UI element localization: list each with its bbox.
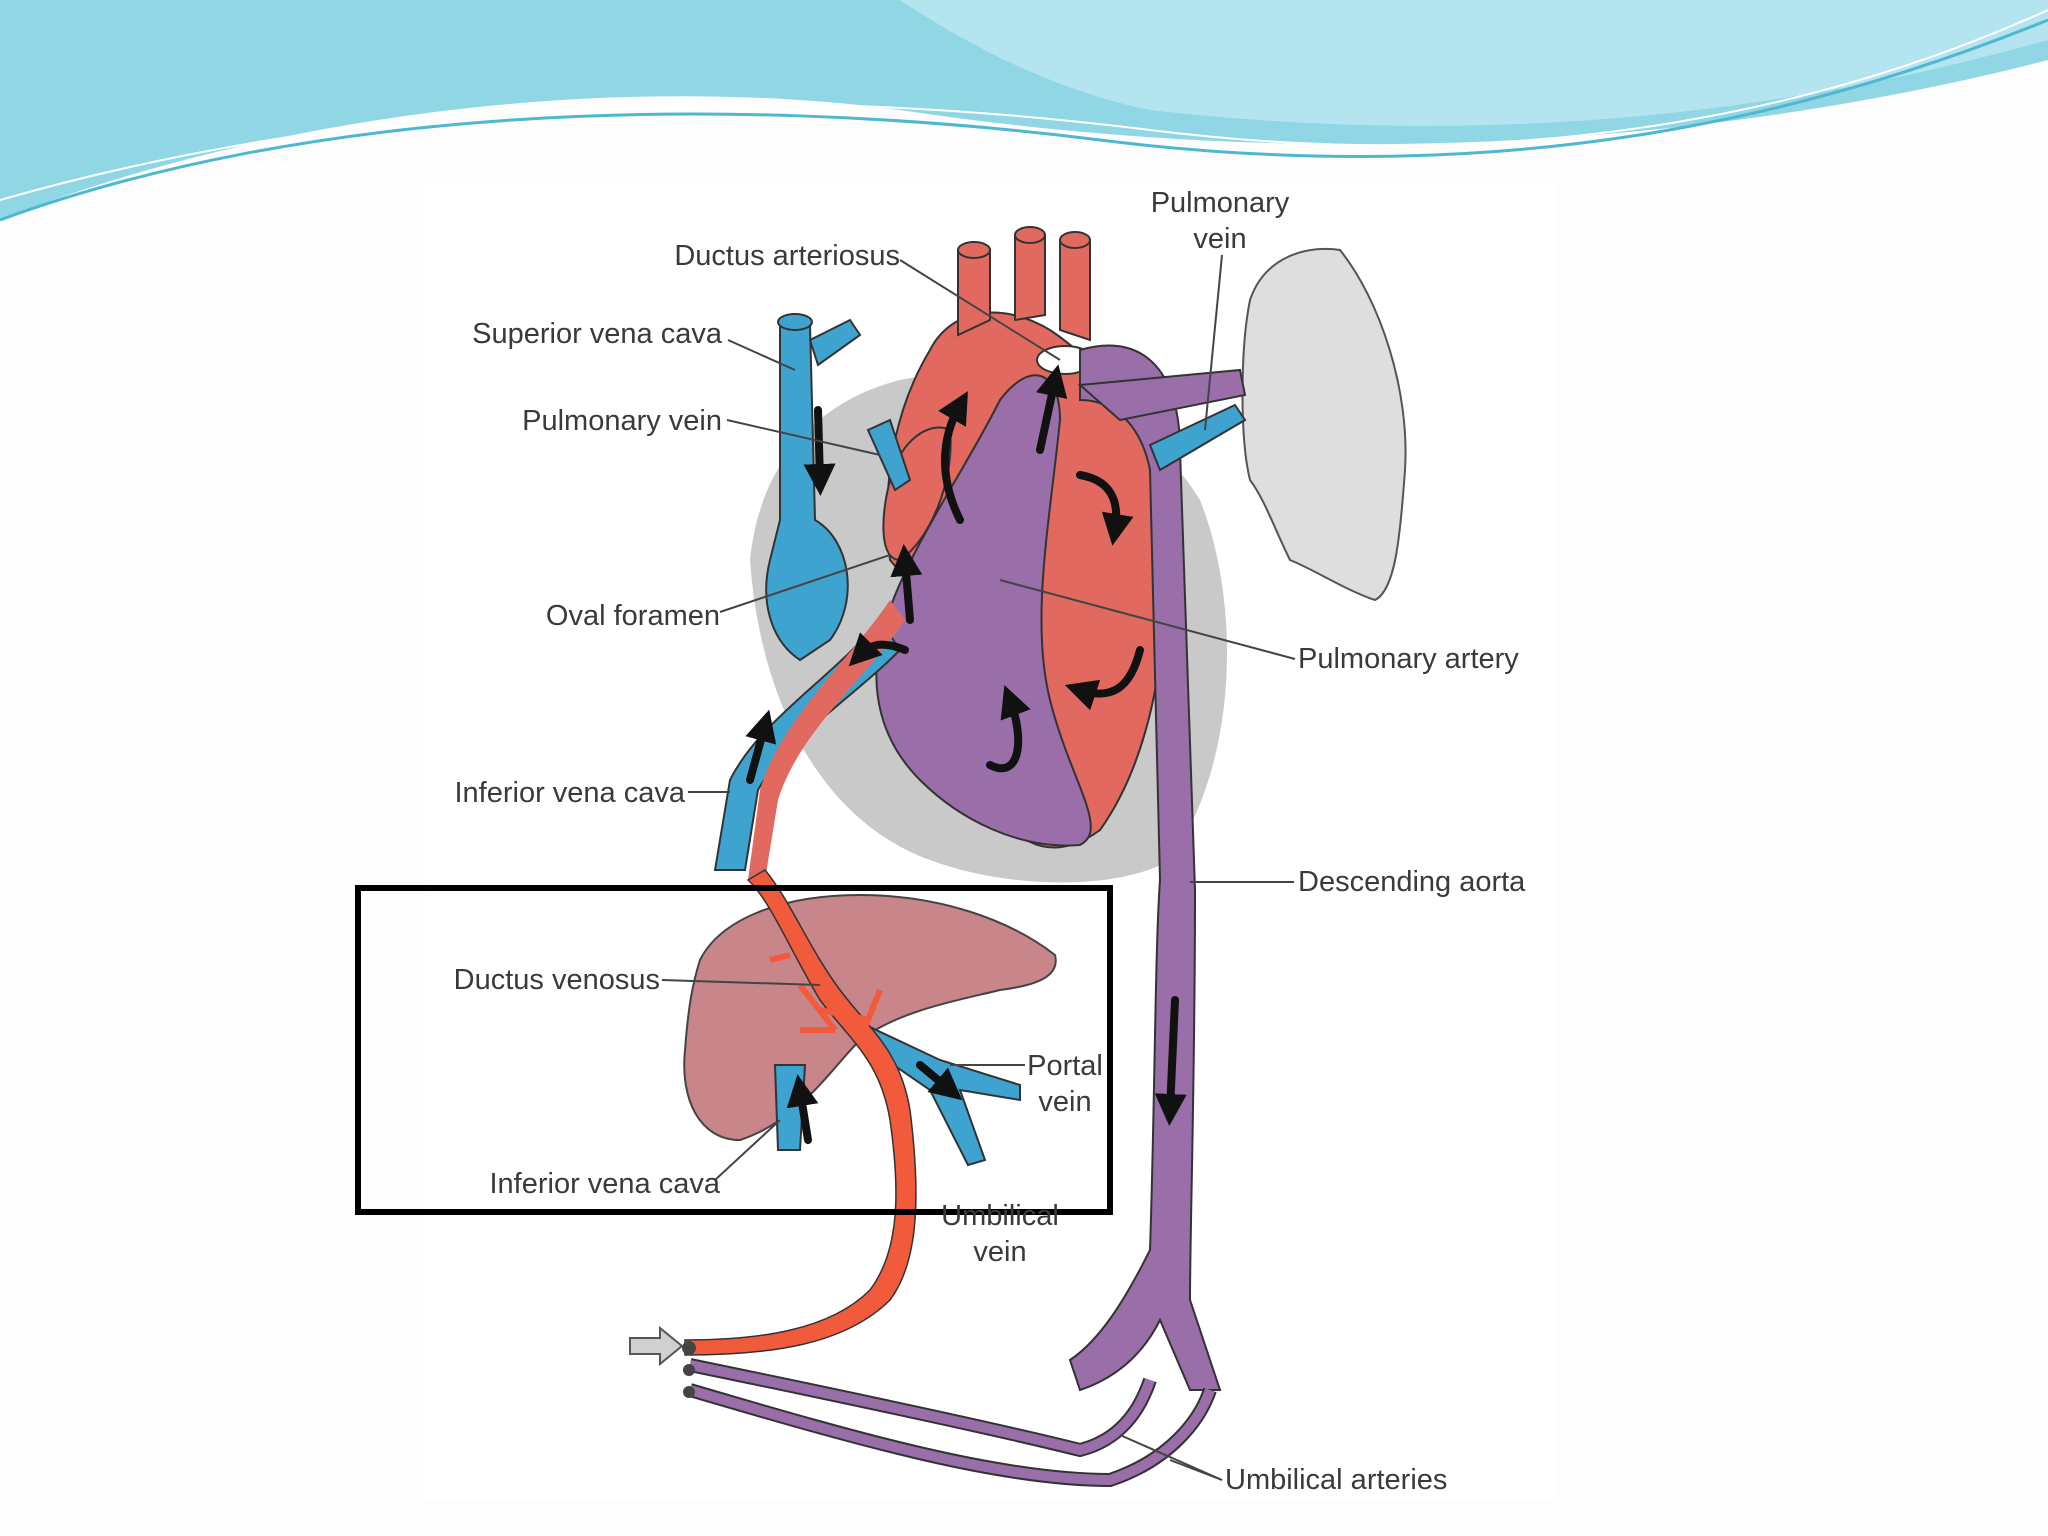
right-heart-mixed [875,374,1092,847]
flow-arrow-icon [1154,996,1187,1126]
label-superior-vena-cava: Superior vena cava [472,318,722,350]
label-umbilical-arteries: Umbilical arteries [1225,1464,1448,1496]
great-vessel-3 [1059,239,1091,342]
flow-arrow-icon [890,544,923,624]
flow-arrow-icon [786,1074,819,1144]
inflow-arrow-icon [629,1325,684,1367]
label-pulmonary-artery: Pulmonary artery [1298,643,1519,675]
flow-arrow-icon [986,685,1031,773]
descending-aorta-vessel [1068,344,1222,1392]
label-line: Pulmonary [1150,187,1290,219]
flow-arrow-icon [848,632,909,667]
highlight-box [355,885,1113,1215]
label-line: vein [973,1236,1027,1269]
label-pulmonary-vein-left: Pulmonary vein [522,405,722,437]
header-wave [0,0,2048,222]
ductus-venosus-branch [769,952,883,1042]
flow-arrow-icon [938,391,968,524]
leader-lines [661,254,1296,1481]
flow-arrow-icon [745,709,777,784]
label-pulmonary-vein-top: Pulmonary vein [1140,185,1300,258]
label-ductus-venosus: Ductus venosus [453,964,660,996]
flow-arrow-icon [1064,646,1144,711]
label-inferior-vena-cava-lower: Inferior vena cava [489,1168,720,1200]
label-inferior-vena-cava-upper: Inferior vena cava [454,777,685,809]
pulmonary-artery-branch [1077,368,1247,422]
label-oval-foramen: Oval foramen [545,600,720,632]
flow-arrow-icon [803,406,836,496]
label-descending-aorta: Descending aorta [1298,866,1526,898]
great-vessel-2 [1014,234,1046,322]
flow-arrows [745,364,1187,1144]
lung-shape [1241,247,1407,602]
pulmonary-vein-left-vessel [866,418,912,492]
umbilical-vein-vessel [684,869,917,1356]
ivc-oxygenated-stream [748,600,905,880]
label-ductus-arteriosus: Ductus arteriosus [674,240,900,272]
flow-arrow-icon [1076,471,1134,546]
flow-arrow-icon [1036,364,1068,454]
label-line: Umbilical [941,1200,1059,1232]
label-line: vein [1038,1086,1092,1119]
label-umbilical-vein: Umbilical vein [925,1198,1075,1271]
label-portal-vein: Portal vein [1015,1048,1115,1121]
flow-arrow-icon [916,1061,963,1101]
great-vessel-1 [957,249,991,337]
label-line: Portal [1027,1050,1103,1082]
label-line: vein [1193,223,1247,256]
